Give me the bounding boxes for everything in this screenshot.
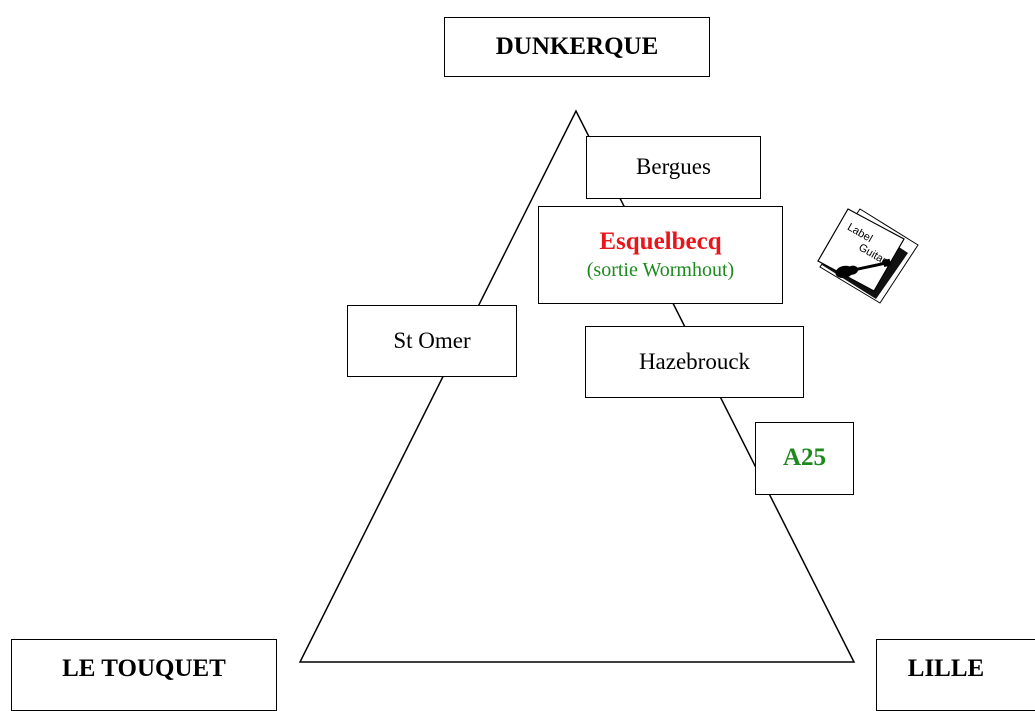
- town-box-hazebrouck: Hazebrouck: [585, 326, 804, 398]
- road-box-a25: A25: [755, 422, 854, 495]
- city-box-le-touquet: LE TOUQUET: [11, 639, 277, 711]
- guitar-icon: [835, 258, 892, 279]
- town-box-st-omer: St Omer: [347, 305, 517, 377]
- town-label-bergues: Bergues: [636, 154, 711, 180]
- exit-label-wormhout: (sortie Wormhout): [586, 258, 735, 281]
- city-label-lille: LILLE: [907, 654, 985, 682]
- city-label-dunkerque: DUNKERQUE: [495, 32, 659, 60]
- label-guitare-logo: Label Guitare: [817, 208, 919, 304]
- city-box-lille: LILLE: [876, 639, 1035, 711]
- town-box-bergues: Bergues: [586, 136, 761, 199]
- town-label-esquelbecq: Esquelbecq: [599, 228, 722, 256]
- road-label-a25: A25: [782, 444, 827, 472]
- city-box-dunkerque: DUNKERQUE: [444, 17, 710, 77]
- city-label-le-touquet: LE TOUQUET: [62, 654, 226, 682]
- town-label-st-omer: St Omer: [393, 327, 471, 353]
- town-box-esquelbecq: Esquelbecq (sortie Wormhout): [538, 206, 783, 304]
- town-label-hazebrouck: Hazebrouck: [638, 348, 751, 374]
